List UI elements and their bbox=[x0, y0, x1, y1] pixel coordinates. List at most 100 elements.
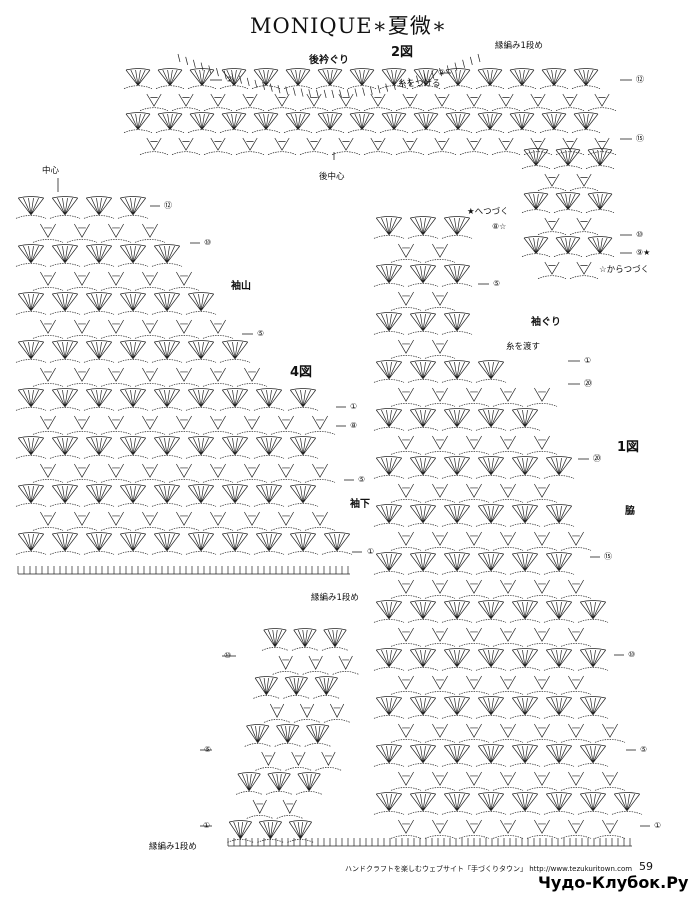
shell-stitch bbox=[153, 244, 181, 264]
v-stitch bbox=[466, 627, 482, 642]
chain-arc bbox=[407, 235, 439, 239]
shell-stitch bbox=[284, 676, 308, 695]
shell-stitch bbox=[221, 436, 249, 456]
chain-arc bbox=[587, 151, 617, 156]
shell-stitch bbox=[119, 388, 147, 408]
shell-stitch bbox=[255, 484, 283, 504]
shell-stitch bbox=[443, 216, 471, 236]
chain-arc bbox=[373, 235, 405, 239]
chain-arc bbox=[185, 311, 217, 315]
chain-arc bbox=[253, 551, 285, 555]
shell-stitch bbox=[555, 236, 581, 254]
shell-stitch bbox=[263, 628, 287, 647]
chain-arc bbox=[475, 129, 505, 134]
chain-arc bbox=[117, 455, 149, 459]
v-stitch bbox=[576, 217, 592, 231]
chain-arc bbox=[83, 455, 115, 459]
shell-stitch bbox=[187, 484, 215, 504]
shell-stitch bbox=[246, 724, 270, 743]
chain-arc bbox=[411, 85, 441, 90]
chain-arc bbox=[287, 503, 319, 507]
row-marker: ① bbox=[367, 547, 375, 556]
chain-arc bbox=[219, 407, 251, 411]
chain-arc bbox=[577, 715, 609, 719]
v-stitch bbox=[398, 675, 414, 690]
chain-arc bbox=[427, 107, 457, 112]
shell-stitch bbox=[254, 676, 278, 695]
page-number: 59 bbox=[639, 860, 653, 873]
shell-stitch bbox=[443, 312, 471, 332]
edge-stitch bbox=[462, 59, 465, 68]
row-marker: ⑳ bbox=[584, 379, 592, 388]
edge-stitch bbox=[269, 83, 273, 92]
shell-stitch bbox=[443, 360, 471, 380]
shell-stitch bbox=[221, 484, 249, 504]
chain-arc bbox=[458, 691, 490, 695]
shell-stitch bbox=[119, 532, 147, 552]
shell-stitch bbox=[189, 68, 215, 86]
v-stitch bbox=[74, 319, 90, 334]
v-stitch bbox=[602, 819, 618, 834]
shell-stitch bbox=[613, 792, 641, 812]
shell-stitch bbox=[579, 600, 607, 620]
chain-arc bbox=[270, 527, 302, 531]
chain-arc bbox=[134, 431, 166, 435]
v-stitch bbox=[291, 751, 306, 766]
shell-stitch bbox=[221, 532, 249, 552]
chain-arc bbox=[117, 551, 149, 555]
edge-stitch bbox=[193, 59, 196, 68]
chain-arc bbox=[509, 523, 541, 527]
shell-stitch bbox=[187, 532, 215, 552]
v-stitch bbox=[432, 723, 448, 738]
chain-arc bbox=[459, 151, 489, 156]
shell-stitch bbox=[409, 216, 437, 236]
chain-arc bbox=[458, 787, 490, 791]
v-stitch bbox=[466, 771, 482, 786]
chain-arc bbox=[304, 431, 336, 435]
chain-arc bbox=[202, 383, 234, 387]
side-label: 脇 bbox=[625, 506, 635, 517]
shell-stitch bbox=[445, 112, 471, 130]
chain-arc bbox=[257, 839, 284, 843]
chain-arc bbox=[117, 359, 149, 363]
edge-stitch bbox=[208, 65, 212, 74]
chain-arc bbox=[49, 455, 81, 459]
shell-stitch bbox=[375, 600, 403, 620]
edge-stitch bbox=[323, 89, 327, 99]
shell-stitch bbox=[511, 696, 539, 716]
shell-stitch bbox=[443, 552, 471, 572]
v-stitch bbox=[142, 511, 158, 526]
chain-arc bbox=[202, 335, 234, 339]
shell-stitch bbox=[381, 112, 407, 130]
fig1-label: 1図 bbox=[617, 440, 640, 455]
chain-arc bbox=[66, 335, 98, 339]
v-stitch bbox=[466, 387, 482, 402]
chain-arc bbox=[390, 307, 422, 311]
chain-arc bbox=[373, 619, 405, 623]
shell-stitch bbox=[51, 196, 79, 216]
chain-arc bbox=[407, 427, 439, 431]
chain-arc bbox=[83, 359, 115, 363]
v-stitch bbox=[562, 137, 578, 151]
chain-arc bbox=[492, 787, 524, 791]
row-marker: ⑩ bbox=[636, 230, 644, 239]
v-stitch bbox=[308, 655, 323, 670]
chain-arc bbox=[424, 739, 456, 743]
chain-arc bbox=[134, 527, 166, 531]
edge-stitch bbox=[308, 89, 312, 98]
v-stitch bbox=[244, 463, 260, 478]
chain-arc bbox=[407, 475, 439, 479]
chain-arc bbox=[424, 259, 456, 263]
v-stitch bbox=[329, 703, 345, 718]
shell-stitch bbox=[545, 696, 573, 716]
chain-arc bbox=[475, 619, 507, 623]
chain-arc bbox=[407, 571, 439, 575]
chain-arc bbox=[390, 451, 422, 455]
row-marker: ⑩ bbox=[628, 650, 636, 659]
shell-stitch bbox=[375, 360, 403, 380]
chain-arc bbox=[594, 787, 626, 791]
chain-arc bbox=[293, 719, 321, 723]
chain-arc bbox=[313, 695, 340, 699]
shell-stitch bbox=[375, 792, 403, 812]
